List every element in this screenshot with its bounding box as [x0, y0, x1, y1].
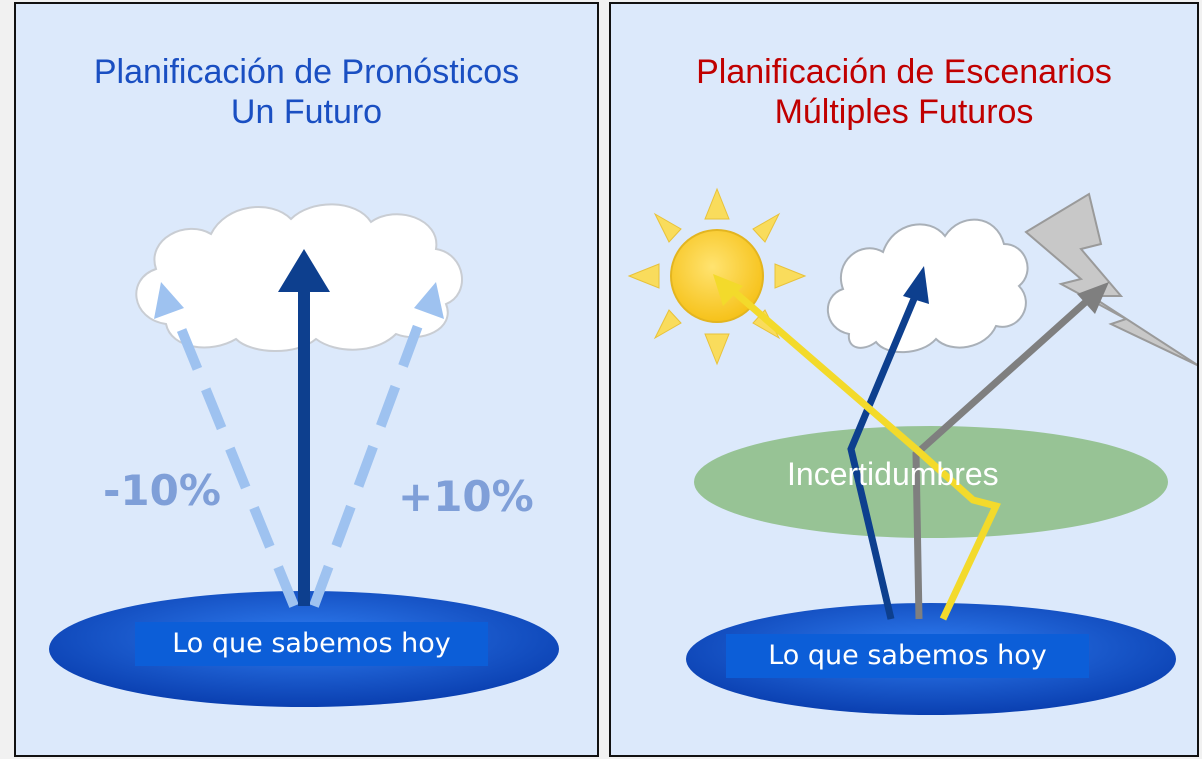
forecast-base-label: Lo que sabemos hoy	[135, 622, 488, 666]
cloud-icon	[827, 218, 1029, 354]
lightning-icon	[1024, 192, 1197, 367]
forecast-main-arrow	[278, 249, 330, 606]
storm-scenario-arrow	[912, 282, 1109, 620]
plus-ten-arrow	[309, 282, 444, 608]
plus-ten-percent-label: +10%	[398, 472, 534, 521]
forecast-planning-panel: Planificación de Pronósticos Un Futuro	[14, 2, 599, 757]
forecast-title: Planificación de Pronósticos Un Futuro	[16, 52, 597, 132]
forecast-title-line1: Planificación de Pronósticos	[93, 53, 520, 91]
scenario-title: Planificación de Escenarios Múltiples Fu…	[611, 52, 1197, 132]
uncertainty-ellipse	[694, 426, 1168, 538]
scenario-diagram	[627, 187, 1197, 715]
forecast-title-line2: Un Futuro	[230, 93, 383, 131]
scenario-title-line1: Planificación de Escenarios	[696, 53, 1112, 91]
uncertainty-label: Incertidumbres	[787, 456, 999, 492]
scenario-base-label: Lo que sabemos hoy	[726, 634, 1089, 678]
minus-ten-percent-label: -10%	[103, 466, 221, 515]
scenario-title-line2: Múltiples Futuros	[774, 93, 1034, 131]
cloud-scenario-arrow	[847, 266, 929, 620]
scenario-planning-panel: Planificación de Escenarios Múltiples Fu…	[609, 2, 1199, 757]
sun-scenario-arrow	[713, 274, 1001, 621]
minus-ten-arrow	[154, 282, 299, 608]
